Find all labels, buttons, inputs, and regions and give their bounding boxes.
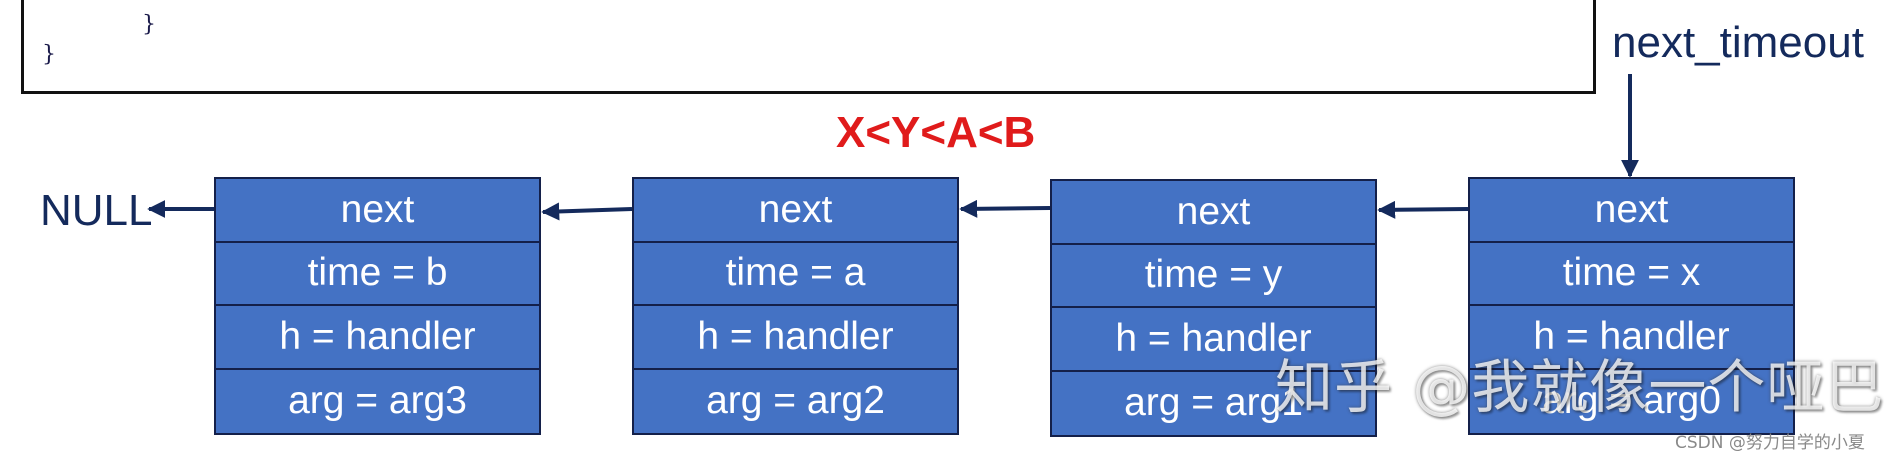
zhihu-watermark: 知乎 @我就像一个哑巴: [1275, 353, 1885, 421]
node-time-field: time = a: [634, 243, 957, 306]
node-time-field: time = x: [1470, 243, 1793, 306]
node-time-field: time = b: [216, 243, 539, 306]
node-arg-field: arg = arg0: [1542, 379, 1721, 423]
node-arg-field: arg = arg3: [288, 379, 467, 423]
node-arg-field: arg = arg1: [1124, 381, 1303, 425]
next-timeout-label: next_timeout: [1612, 18, 1864, 67]
node-handler-field: h = handler: [634, 306, 957, 370]
order-label: X<Y<A<B: [836, 108, 1036, 157]
next-arrow-1-to-2: [959, 199, 1051, 218]
list-node-2: next time = a h = handler arg = arg2: [632, 177, 959, 435]
null-label: NULL: [40, 186, 153, 235]
next-arrow-2-to-3: [541, 202, 633, 221]
list-node-0: next time = x h = handler arg = arg0: [1468, 177, 1795, 435]
node-handler-field: h = handler: [1470, 306, 1793, 370]
node-next-field: next: [216, 179, 539, 243]
code-line-outer-brace: }: [42, 42, 56, 67]
node-arg-field: arg = arg2: [706, 379, 885, 423]
list-node-3: next time = b h = handler arg = arg3: [214, 177, 541, 435]
code-line-inner-brace: }: [142, 12, 156, 37]
node-handler-field: h = handler: [1052, 308, 1375, 372]
node-next-field: next: [634, 179, 957, 243]
next-arrow-0-to-1: [1377, 200, 1469, 219]
node-next-field: next: [1052, 181, 1375, 245]
code-snippet-box: } }: [21, 0, 1596, 94]
node-next-field: next: [1470, 179, 1793, 243]
list-node-1: next time = y h = handler arg = arg1: [1050, 179, 1377, 437]
node-handler-field: h = handler: [216, 306, 539, 370]
node-time-field: time = y: [1052, 245, 1375, 308]
csdn-credit: CSDN @努力自学的小夏: [1675, 433, 1865, 453]
